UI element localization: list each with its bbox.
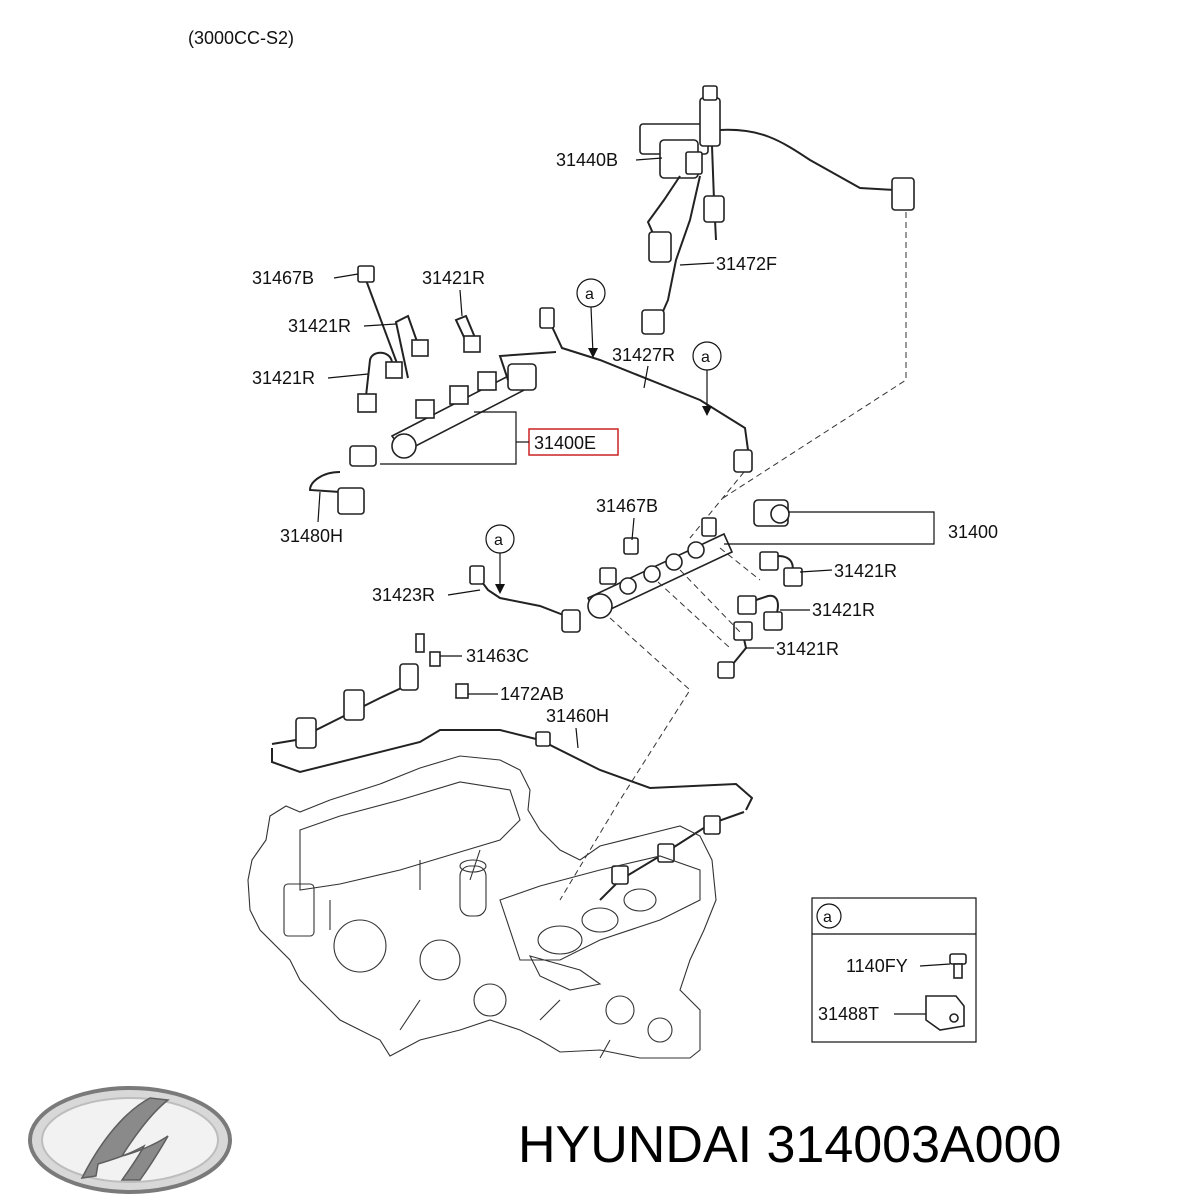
hyundai-logo: [28, 1086, 232, 1194]
svg-text:a: a: [701, 349, 710, 366]
detail-marker: a: [823, 909, 832, 926]
engine-code: (3000CC-S2): [188, 28, 294, 48]
fuel-rail-left: [308, 265, 557, 515]
detail-box: a 1140FY 31488T: [811, 897, 977, 1043]
callout-31423R: 31423R: [372, 585, 435, 605]
callout-31480H: 31480H: [280, 526, 343, 546]
callout-31467B-top: 31467B: [252, 268, 314, 288]
callout-31463C: 31463C: [466, 646, 529, 666]
return-valve-assembly: [639, 85, 915, 501]
engine-block: [247, 755, 717, 1059]
callout-31460H: 31460H: [546, 706, 609, 726]
pipe-31423R: [475, 573, 567, 617]
fuel-rail-right: [586, 499, 803, 679]
callout-31421R-c: 31421R: [252, 368, 315, 388]
callout-31400E: 31400E: [534, 433, 596, 453]
callout-31427R: 31427R: [612, 345, 675, 365]
callout-31440B: 31440B: [556, 150, 618, 170]
detail-part-bolt: 1140FY: [846, 956, 908, 976]
callout-31421R-f: 31421R: [776, 639, 839, 659]
svg-text:a: a: [585, 286, 594, 303]
ref-marker-a-1: a: [576, 278, 606, 308]
callout-31472F: 31472F: [716, 254, 777, 274]
callout-31421R-d: 31421R: [834, 561, 897, 581]
callout-31421R-a: 31421R: [422, 268, 485, 288]
callout-31421R-b: 31421R: [288, 316, 351, 336]
fuel-supply-line: [271, 617, 754, 901]
callout-31467B-mid: 31467B: [596, 496, 658, 516]
svg-text:a: a: [494, 532, 503, 549]
callout-1472AB: 1472AB: [500, 684, 564, 704]
ref-marker-a-3: a: [485, 524, 515, 554]
ref-marker-a-2: a: [692, 341, 722, 371]
callout-31400: 31400: [948, 522, 998, 542]
brand-caption: HYUNDAI 314003A000: [518, 1116, 1061, 1174]
detail-part-bracket: 31488T: [818, 1004, 879, 1024]
callout-31421R-e: 31421R: [812, 600, 875, 620]
